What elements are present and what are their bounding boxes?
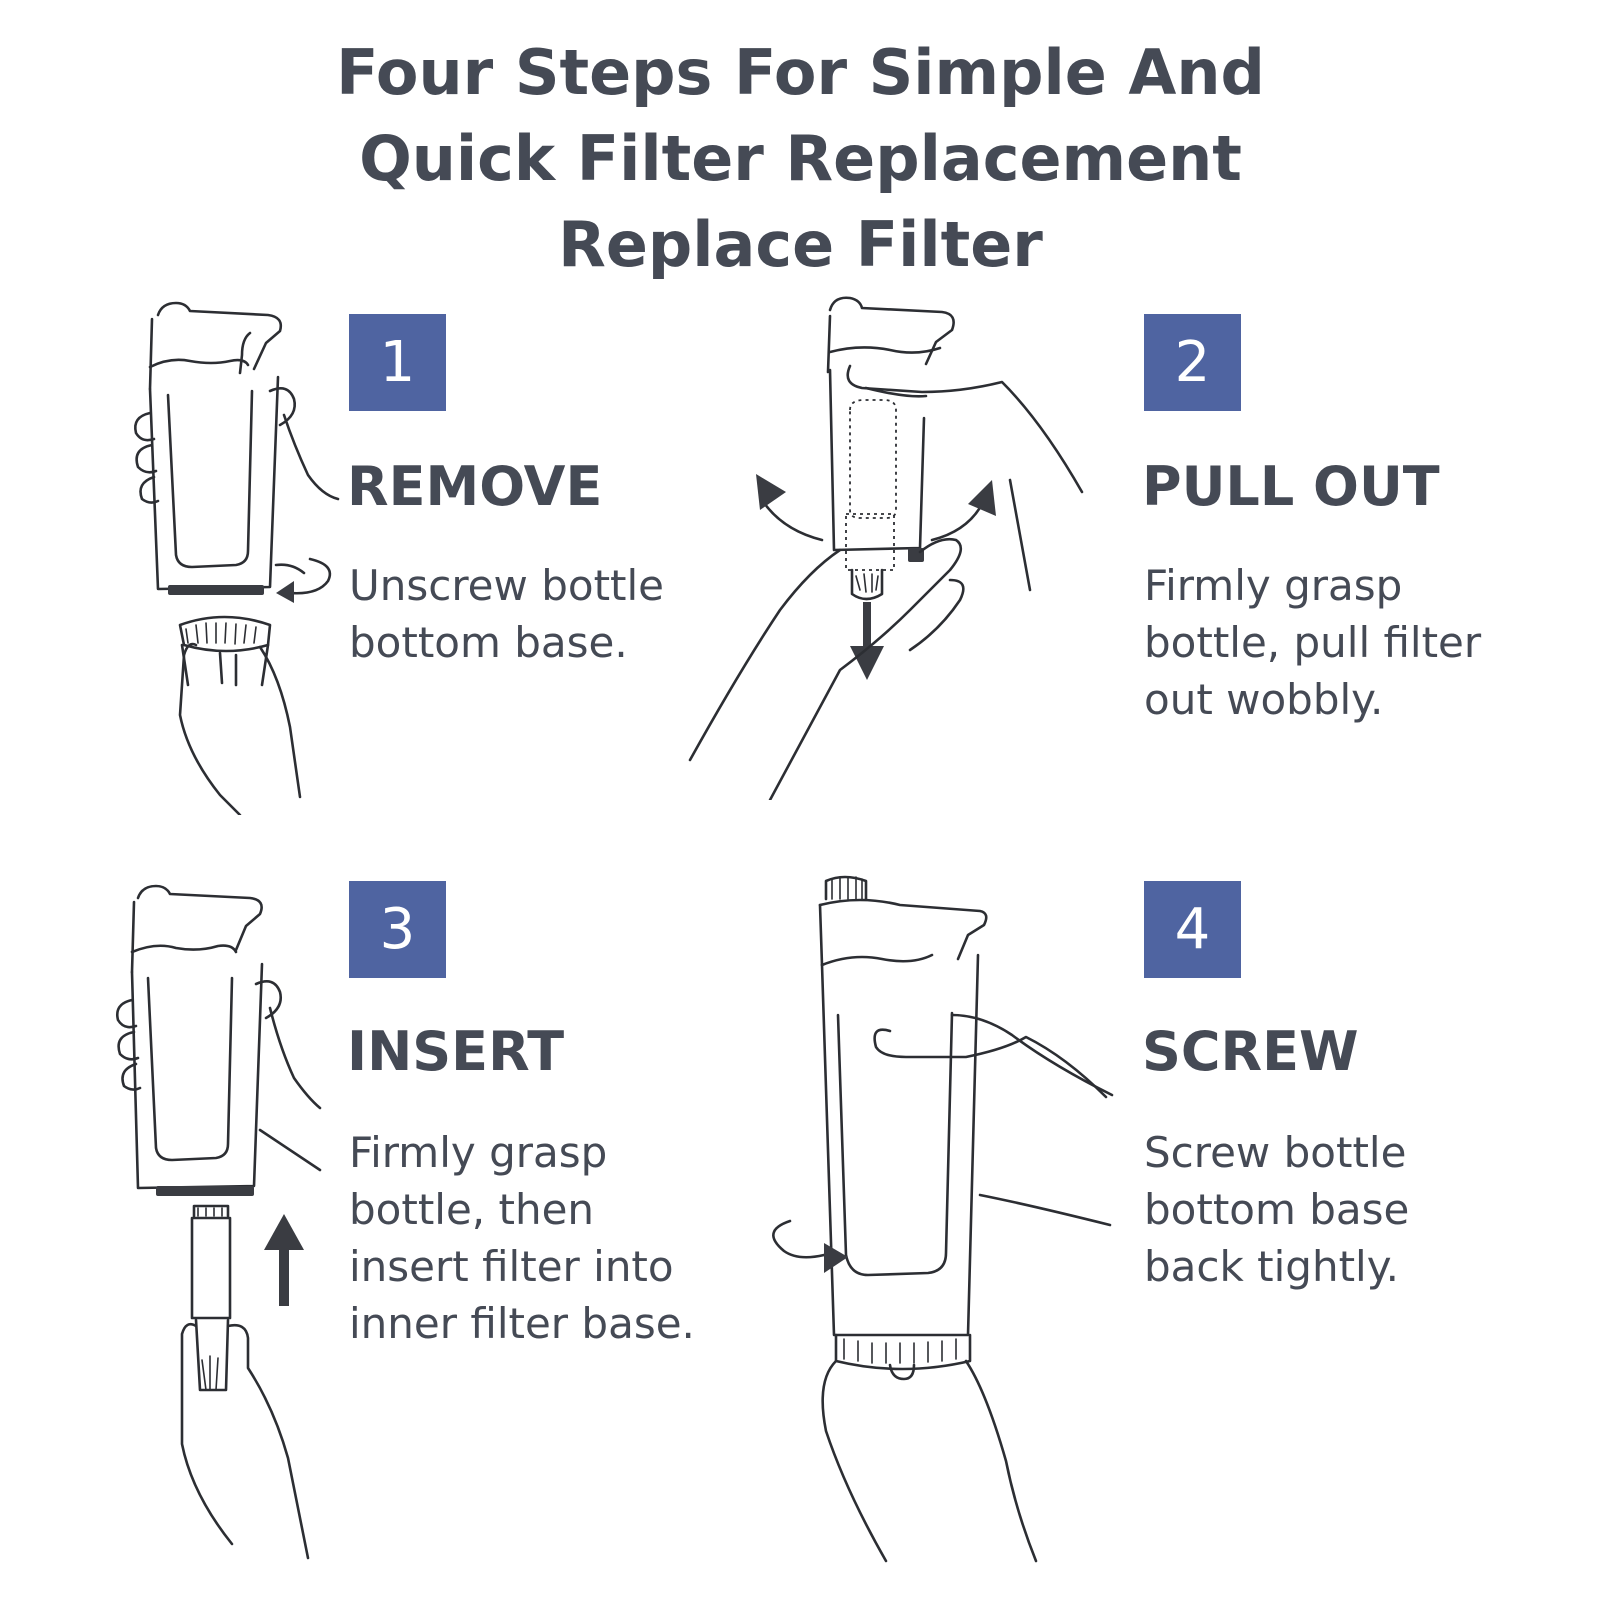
step-2-description: Firmly grasp bottle, pull filter out wob…: [1144, 557, 1481, 728]
step-3-desc-line: inner filter base.: [349, 1299, 695, 1348]
step-2-badge: 2: [1144, 314, 1241, 411]
step-3-desc-line: insert filter into: [349, 1242, 674, 1291]
screw-base-illustration: [740, 865, 1130, 1565]
step-4-desc-line: Screw bottle: [1144, 1128, 1407, 1177]
step-1-badge: 1: [349, 314, 446, 411]
step-2-desc-line: bottle, pull filter: [1144, 618, 1482, 667]
step-3-desc-line: Firmly grasp: [349, 1128, 608, 1177]
step-1-heading: REMOVE: [347, 455, 603, 518]
step-4-badge: 4: [1144, 881, 1241, 978]
pull-filter-illustration: [680, 290, 1100, 800]
title-line-3: Replace Filter: [558, 208, 1043, 281]
insert-filter-illustration: [110, 880, 340, 1570]
page-title: Four Steps For Simple And Quick Filter R…: [0, 30, 1601, 288]
step-2-desc-line: Firmly grasp: [1144, 561, 1403, 610]
step-1-description: Unscrew bottle bottom base.: [349, 557, 664, 671]
step-3-desc-line: bottle, then: [349, 1185, 595, 1234]
step-4-desc-line: back tightly.: [1144, 1242, 1399, 1291]
step-1-desc-line: Unscrew bottle: [349, 561, 665, 610]
step-1-desc-line: bottom base.: [349, 618, 628, 667]
unscrew-base-illustration: [120, 295, 350, 815]
title-line-2: Quick Filter Replacement: [359, 122, 1242, 195]
step-4-heading: SCREW: [1142, 1020, 1359, 1083]
step-4-desc-line: bottom base: [1144, 1185, 1410, 1234]
step-3-badge: 3: [349, 881, 446, 978]
step-3-description: Firmly grasp bottle, then insert filter …: [349, 1124, 695, 1352]
title-line-1: Four Steps For Simple And: [336, 36, 1265, 109]
step-4-description: Screw bottle bottom base back tightly.: [1144, 1124, 1409, 1295]
step-2-heading: PULL OUT: [1142, 455, 1440, 518]
step-2-desc-line: out wobbly.: [1144, 675, 1384, 724]
step-3-heading: INSERT: [347, 1020, 565, 1083]
